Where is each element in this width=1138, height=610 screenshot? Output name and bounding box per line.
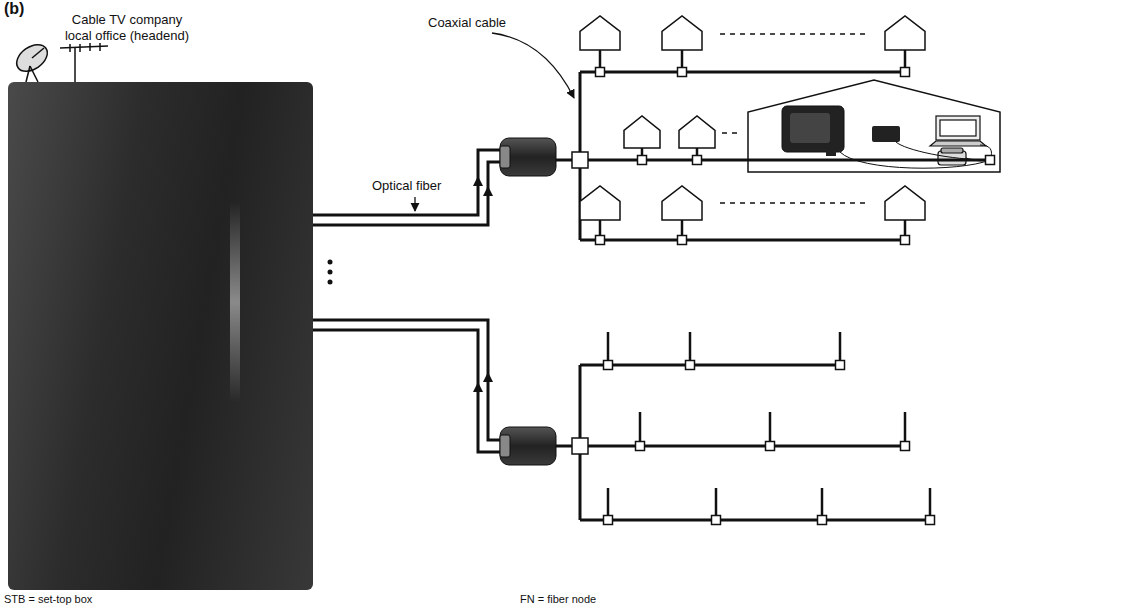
- house: [885, 16, 925, 50]
- tap: [604, 361, 613, 370]
- fiber-node: [500, 138, 556, 176]
- splitter: [572, 152, 588, 168]
- fiber-direction-arrow: [473, 176, 493, 392]
- tap: [986, 156, 995, 165]
- tap: [636, 442, 645, 451]
- headend: Cable TV company local office (headend): [8, 8, 313, 590]
- telephone: [938, 148, 966, 165]
- house: [624, 116, 660, 148]
- coaxial-cable: [556, 16, 995, 525]
- coax-line: [580, 71, 905, 74]
- building-highlight: [230, 202, 240, 402]
- subscriber-home: [748, 80, 1000, 172]
- abbreviation-note: FN = fiber node: [520, 593, 596, 606]
- more-houses-dashes: [722, 132, 742, 134]
- tap: [926, 516, 935, 525]
- leader-arrow: [492, 33, 574, 98]
- figure-letter: (b): [4, 0, 24, 18]
- headend-building: [8, 82, 313, 590]
- leader-arrow: [414, 197, 415, 211]
- house: [662, 16, 702, 50]
- coax-line: [580, 364, 840, 367]
- coax-line: [580, 445, 905, 448]
- tap: [596, 236, 605, 245]
- callout-label: Coaxial cable: [428, 16, 506, 31]
- tap: [901, 236, 910, 245]
- tap: [901, 68, 910, 77]
- fiber-node: [500, 427, 556, 465]
- tap: [836, 361, 845, 370]
- splitter: [572, 438, 588, 454]
- more-fibers-dots: [328, 260, 333, 285]
- rod-antenna: [60, 43, 108, 82]
- tap: [818, 516, 827, 525]
- callout-label: Optical fiber: [372, 179, 441, 194]
- tap: [712, 516, 721, 525]
- set-top-box: [872, 126, 900, 142]
- building-label: Cable TV company local office (headend): [58, 12, 196, 43]
- house: [662, 186, 702, 220]
- coax-line: [580, 519, 930, 522]
- coax-line: [580, 239, 905, 242]
- tap: [678, 68, 687, 77]
- abbreviation-note: STB = set-top box: [4, 593, 92, 606]
- house: [580, 186, 620, 220]
- satellite-dish: [12, 39, 52, 82]
- tap: [686, 361, 695, 370]
- tap: [596, 68, 605, 77]
- more-houses-dashes: [720, 33, 868, 35]
- tap: [901, 442, 910, 451]
- house: [580, 16, 620, 50]
- home-wiring: [840, 142, 992, 168]
- tap: [693, 156, 702, 165]
- more-houses-dashes: [720, 202, 868, 204]
- optical-fiber: [313, 150, 502, 452]
- tap: [766, 442, 775, 451]
- television: [782, 106, 844, 152]
- tap: [678, 236, 687, 245]
- house: [885, 186, 925, 220]
- tap: [638, 156, 647, 165]
- tap: [604, 516, 613, 525]
- computer: [930, 116, 986, 146]
- house: [679, 116, 715, 148]
